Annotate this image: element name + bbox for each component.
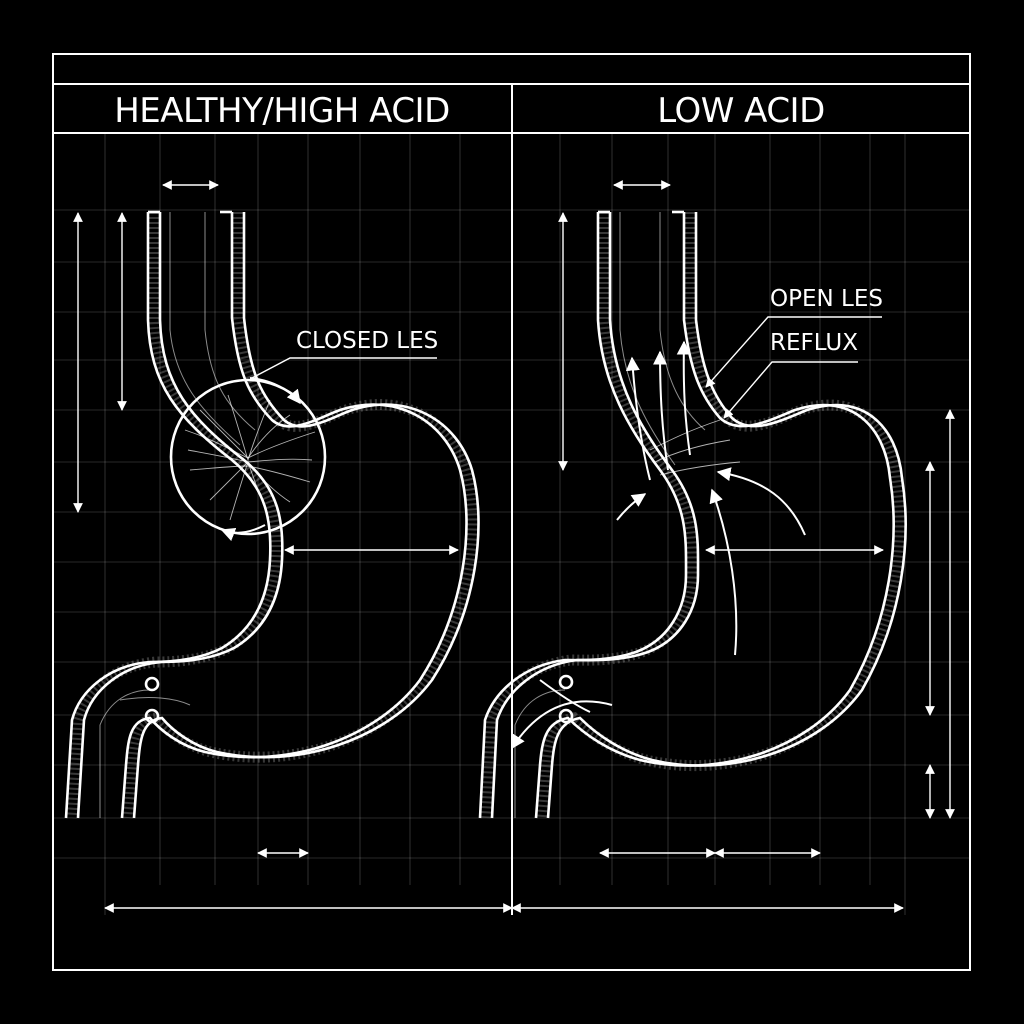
left-stomach-drawing [64, 212, 480, 818]
left-panel-title: HEALTHY/HIGH ACID [114, 91, 450, 131]
closed-les-label: CLOSED LES [296, 328, 438, 354]
reflux-leader [723, 361, 858, 419]
outer-frame [52, 53, 971, 971]
open-les-label: OPEN LES [770, 286, 883, 312]
closed-les-detail [169, 377, 327, 542]
reflux-label: REFLUX [770, 330, 858, 356]
dimension-lines [73, 180, 955, 913]
open-les-leader [705, 316, 882, 388]
right-panel-title: LOW ACID [657, 91, 825, 131]
closed-les-leader [251, 357, 437, 379]
reflux-arrows [511, 340, 806, 750]
